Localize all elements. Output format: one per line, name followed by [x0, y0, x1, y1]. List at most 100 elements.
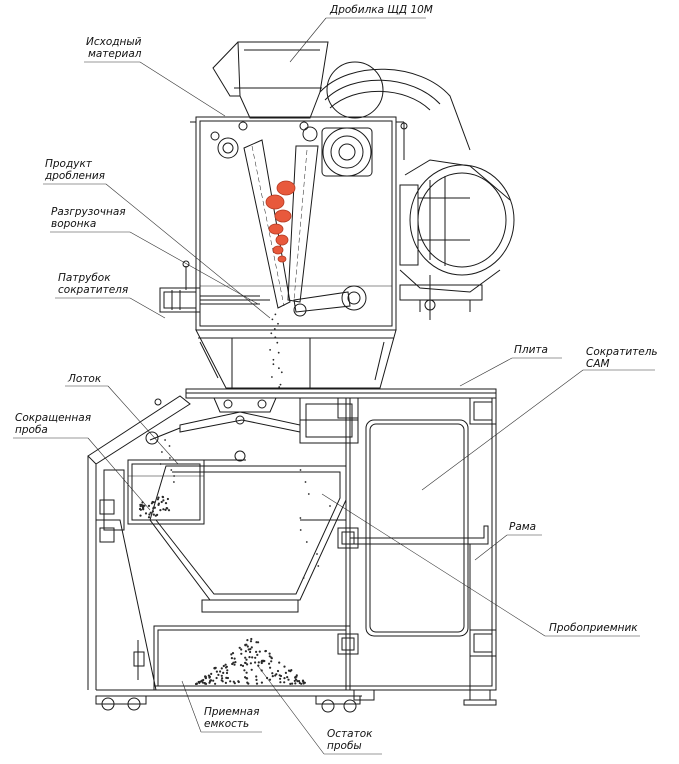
particle [149, 511, 152, 514]
particle [173, 475, 176, 477]
particle [279, 383, 282, 386]
particle [287, 678, 290, 681]
particle [141, 501, 144, 504]
particle [255, 675, 258, 678]
particle [233, 663, 236, 666]
particle [274, 313, 277, 316]
particle [222, 671, 225, 675]
particle [254, 661, 257, 664]
particle [260, 669, 263, 672]
particle [305, 541, 308, 543]
particle [257, 664, 260, 667]
particle [167, 509, 171, 512]
particle [260, 661, 263, 665]
particle [157, 496, 160, 499]
particle [215, 676, 218, 680]
particle [161, 496, 165, 499]
particle [248, 656, 251, 659]
particle [250, 646, 253, 649]
particle [164, 502, 168, 505]
particle [173, 481, 175, 483]
particle [220, 679, 223, 682]
particle [214, 682, 217, 685]
particle [215, 670, 218, 673]
particle [225, 665, 228, 668]
particle [164, 439, 167, 441]
particle [257, 661, 260, 664]
particle [246, 645, 249, 648]
particle [151, 510, 154, 513]
particle [271, 376, 273, 378]
particle [241, 664, 245, 668]
particle [280, 371, 283, 374]
particle [245, 677, 248, 680]
particle [157, 503, 160, 506]
particle [298, 681, 301, 685]
particle [245, 671, 248, 674]
particle [198, 680, 201, 684]
particle [204, 677, 207, 680]
particle [226, 669, 229, 672]
particle [278, 367, 280, 370]
particle [276, 669, 280, 673]
particle [277, 351, 280, 354]
particle [256, 653, 259, 657]
particle [257, 641, 260, 644]
particle [226, 676, 229, 680]
particle [201, 681, 204, 684]
particle [270, 660, 273, 663]
particle [283, 681, 286, 684]
particle [139, 514, 142, 517]
particle [249, 648, 252, 651]
particle [298, 680, 301, 683]
particle [234, 661, 237, 664]
particle [170, 469, 173, 471]
frame-right [337, 397, 497, 706]
label-source-material: Исходный материал [86, 36, 142, 60]
particle [295, 678, 298, 681]
leader-lines [13, 17, 655, 755]
particle [269, 349, 271, 351]
particle [294, 675, 297, 679]
particle [166, 507, 169, 510]
particle [279, 677, 282, 680]
particle [224, 663, 227, 666]
particle [194, 682, 198, 686]
particle [220, 674, 223, 677]
particle [277, 322, 279, 325]
particle [148, 513, 151, 516]
particle [246, 639, 249, 642]
crusher [159, 41, 515, 331]
particle [164, 508, 167, 511]
sample-particles [138, 313, 331, 686]
particle [244, 656, 247, 659]
particle [289, 682, 292, 686]
particle [147, 516, 151, 519]
particle [255, 678, 258, 682]
particle [299, 517, 302, 519]
particle [317, 565, 320, 567]
particle [222, 664, 225, 668]
particle [249, 662, 252, 665]
particle [220, 667, 223, 670]
label-sample-residue: Остаток пробы [327, 728, 373, 752]
crushed-ore [265, 180, 296, 263]
particle [225, 671, 229, 675]
particle [231, 652, 235, 655]
particle [154, 514, 157, 517]
particle [251, 656, 254, 659]
particle [268, 662, 271, 665]
particle [243, 669, 246, 672]
particle [249, 640, 253, 643]
particle [233, 657, 236, 660]
particle [254, 656, 257, 659]
chute [87, 395, 191, 690]
particle [294, 682, 297, 685]
particle [212, 679, 215, 682]
particle [244, 650, 247, 653]
particle [302, 682, 305, 685]
particle [271, 672, 274, 675]
particle [287, 669, 291, 672]
particle [209, 679, 212, 682]
